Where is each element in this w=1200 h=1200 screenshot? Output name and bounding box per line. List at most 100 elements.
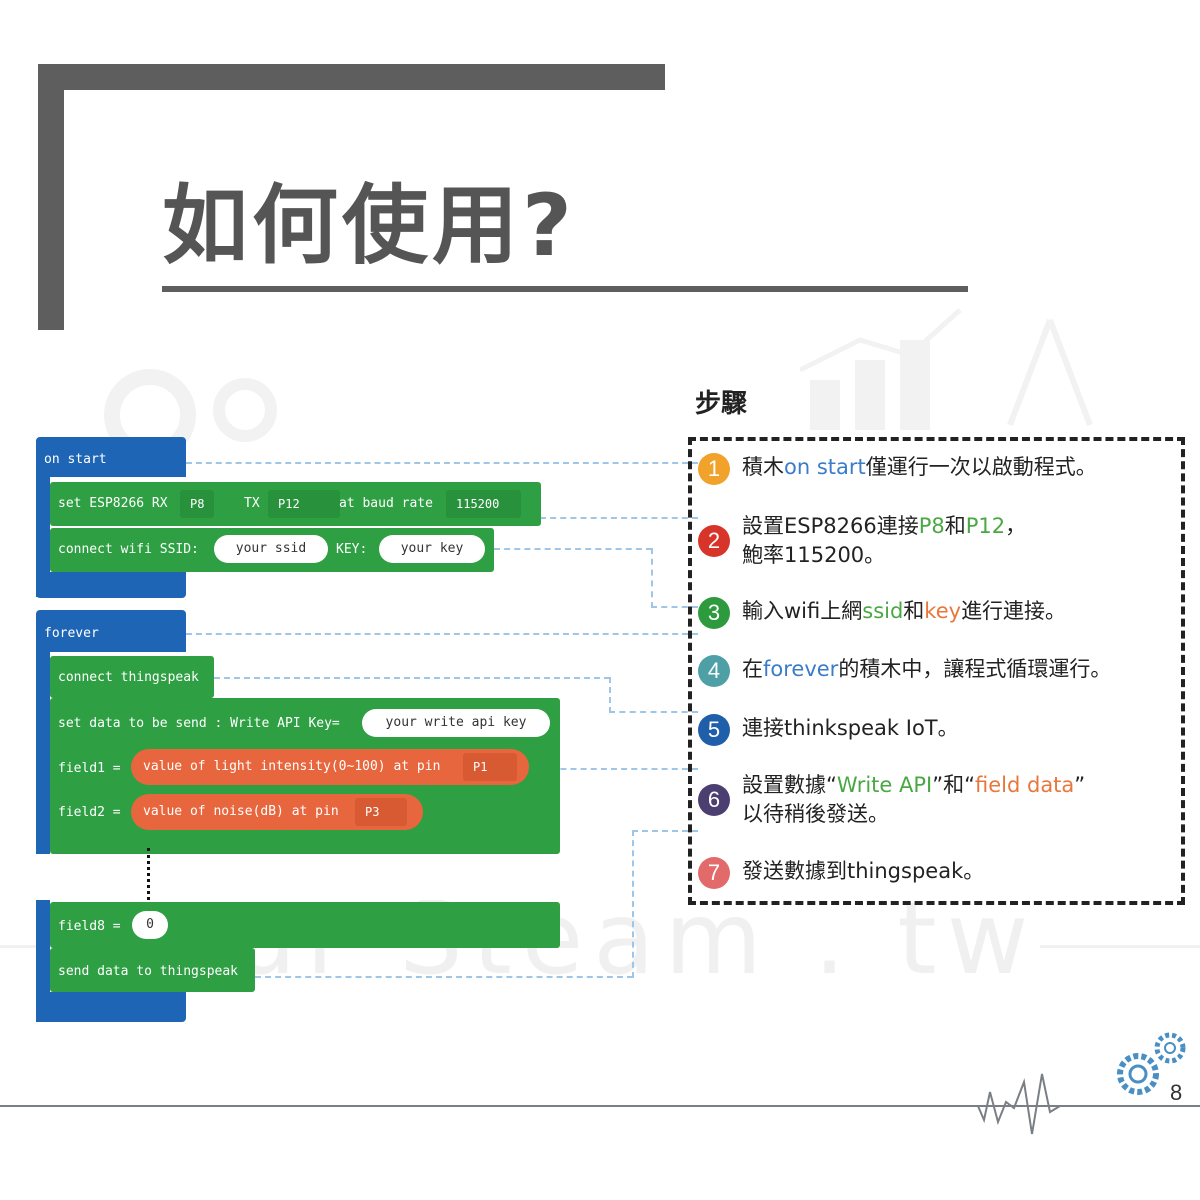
connect-thingspeak-block[interactable]: connect thingspeak (50, 656, 214, 698)
step-2: 2 設置ESP8266連接P8和P12， 鮑率115200。 (698, 512, 1026, 570)
forever-foot (36, 992, 186, 1022)
step-text-part: ， (1005, 514, 1027, 538)
connector-4 (186, 633, 698, 635)
forever-hat[interactable] (36, 610, 186, 652)
field8-block[interactable]: field8 = 0 (50, 902, 560, 948)
on-start-foot (36, 572, 186, 598)
set-esp8266-label: set ESP8266 RX (58, 496, 168, 511)
connect-thingspeak-label: connect thingspeak (58, 670, 199, 685)
send-data-label: send data to thingspeak (58, 964, 239, 979)
send-data-block[interactable]: send data to thingspeak (50, 948, 255, 992)
rx-pin-dropdown[interactable]: P8 (180, 490, 215, 518)
ssid-input[interactable]: your ssid (214, 535, 328, 563)
step-text-highlight: P8 (918, 514, 945, 538)
on-start-label: on start (44, 452, 107, 467)
step-text-part: 以待稍後發送。 (742, 802, 889, 826)
connector-5b (609, 677, 611, 713)
step-text-part: ” (1074, 773, 1086, 797)
step-number-badge: 1 (698, 453, 730, 485)
step-number-badge: 4 (698, 655, 730, 687)
step-text-part: 設置ESP8266連接 (742, 514, 919, 538)
step-text-part: 進行連接。 (961, 599, 1067, 623)
connector-3c (651, 606, 698, 608)
watermark-line-right (1040, 945, 1200, 948)
step-number-badge: 7 (698, 857, 730, 889)
forever-body-lower (36, 900, 50, 992)
step-text-part: 的積木中，讓程式循環運行。 (838, 657, 1112, 681)
set-data-label: set data to be send : Write API Key= (58, 716, 340, 731)
step-number-badge: 5 (698, 714, 730, 746)
step-text-highlight: ssid (862, 599, 904, 623)
on-start-hat[interactable] (36, 437, 186, 477)
step-number-badge: 6 (698, 784, 730, 816)
step-4: 4 在forever的積木中，讓程式循環運行。 (698, 655, 1111, 687)
step-1: 1 積木on start僅運行一次以啟動程式。 (698, 453, 1097, 485)
noise-label: value of noise(dB) at pin (143, 804, 339, 819)
step-text: 設置數據“Write API”和“field data” 以待稍後發送。 (742, 771, 1085, 829)
step-text-part: 和 (903, 599, 925, 623)
connector-7b (632, 830, 634, 978)
step-text-part: 輸入wifi上網 (742, 599, 863, 623)
on-start-body (36, 477, 50, 597)
step-text-part: 僅運行一次以啟動程式。 (865, 455, 1097, 479)
step-text: 輸入wifi上網ssid和key進行連接。 (742, 597, 1066, 626)
key-input[interactable]: your key (379, 535, 485, 563)
baud-rate-dropdown[interactable]: 115200 (446, 490, 522, 518)
step-text-part: 連接thinkspeak IoT。 (742, 716, 959, 740)
field2-label: field2 = (58, 805, 121, 820)
page-number: 8 (1170, 1080, 1183, 1105)
page-title: 如何使用? (162, 176, 576, 276)
step-text-highlight: key (924, 599, 962, 623)
step-number-badge: 3 (698, 597, 730, 629)
step-text: 在forever的積木中，讓程式循環運行。 (742, 655, 1111, 684)
step-text-part: 設置數據“ (742, 773, 837, 797)
step-7: 7 發送數據到thingspeak。 (698, 857, 984, 889)
step-text-part: 在 (742, 657, 763, 681)
field8-label: field8 = (58, 919, 121, 934)
step-text-highlight: field data (975, 773, 1075, 797)
set-data-block[interactable]: set data to be send : Write API Key= you… (50, 698, 560, 854)
title-frame-top (38, 64, 665, 90)
field8-value-input[interactable]: 0 (132, 911, 168, 939)
connector-7a (255, 976, 633, 978)
light-intensity-block[interactable]: value of light intensity(0~100) at pin P… (131, 749, 529, 785)
connect-wifi-block[interactable]: connect wifi SSID: your ssid KEY: your k… (50, 528, 494, 572)
light-intensity-label: value of light intensity(0~100) at pin (143, 759, 441, 774)
step-text: 連接thinkspeak IoT。 (742, 714, 959, 743)
field1-label: field1 = (58, 761, 121, 776)
title-underline (162, 286, 968, 292)
connect-wifi-label: connect wifi SSID: (58, 542, 199, 557)
step-text-highlight: on start (784, 455, 866, 479)
step-6: 6 設置數據“Write API”和“field data” 以待稍後發送。 (698, 771, 1085, 829)
omitted-fields-indicator (147, 848, 150, 900)
connector-1 (186, 462, 698, 464)
step-text-part: 和 (944, 514, 966, 538)
forever-label: forever (44, 626, 99, 641)
step-text-part: 發送數據到thingspeak。 (742, 859, 985, 883)
step-text-highlight: forever (763, 657, 839, 681)
step-text: 積木on start僅運行一次以啟動程式。 (742, 453, 1097, 482)
connector-7c (632, 830, 698, 832)
write-api-key-input[interactable]: your write api key (362, 709, 550, 737)
title-frame-left (38, 64, 64, 330)
field1-pin-dropdown[interactable]: P1 (463, 753, 518, 781)
step-text-highlight: Write API (836, 773, 933, 797)
step-text-part: 積木 (742, 455, 784, 479)
key-label: KEY: (336, 542, 368, 557)
baud-rate-label: at baud rate (339, 496, 433, 511)
footer-line (0, 1105, 1200, 1107)
connector-2 (540, 517, 698, 519)
heartbeat-icon (950, 1073, 1100, 1135)
field2-pin-dropdown[interactable]: P3 (355, 798, 408, 826)
tx-pin-dropdown[interactable]: P12 (268, 490, 340, 518)
gears-icon (1117, 1032, 1186, 1095)
step-text-part: 鮑率115200。 (742, 543, 886, 567)
steps-heading: 步驟 (695, 389, 748, 419)
steps-box (688, 437, 1185, 905)
connector-3b (651, 548, 653, 608)
connector-3a (494, 548, 652, 550)
noise-block[interactable]: value of noise(dB) at pin P3 (131, 794, 423, 830)
step-text-part: ”和“ (932, 773, 975, 797)
tx-label: TX (244, 496, 260, 511)
set-esp8266-block[interactable]: set ESP8266 RX P8 TX P12 at baud rate 11… (50, 482, 541, 526)
